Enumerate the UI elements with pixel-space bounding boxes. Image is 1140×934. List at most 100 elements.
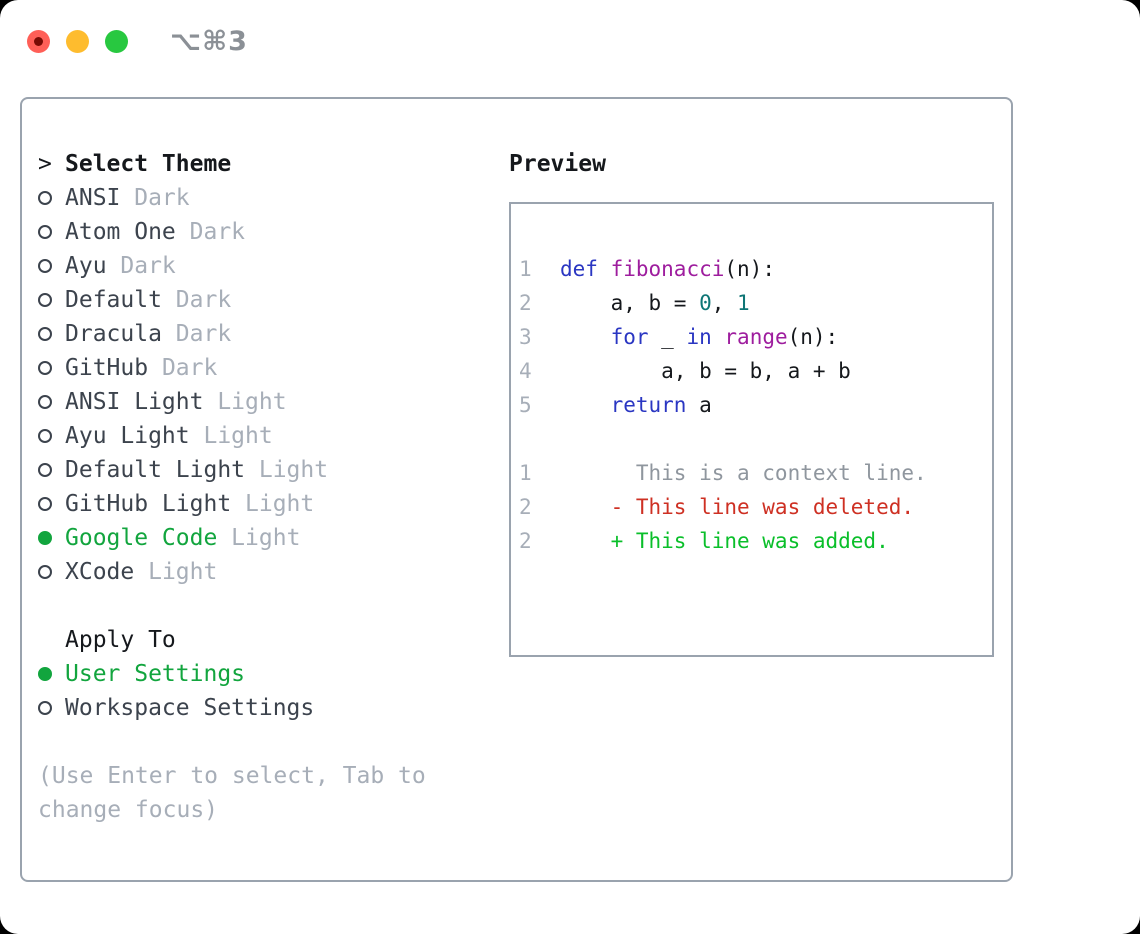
- radio-icon: [38, 565, 52, 579]
- preview-line: 1 def fibonacci(n):: [519, 252, 992, 286]
- theme-variant: Light: [189, 423, 273, 449]
- radio-icon: [38, 191, 52, 205]
- preview-line: 2 + This line was added.: [519, 524, 992, 558]
- theme-option-github[interactable]: GitHub Dark: [38, 351, 483, 385]
- code-segment: a, b =: [560, 291, 700, 315]
- code-segment: a: [686, 393, 712, 417]
- theme-option-xcode[interactable]: XCode Light: [38, 555, 483, 589]
- line-number: 2: [519, 291, 532, 315]
- theme-option-ansi[interactable]: ANSI Dark: [38, 181, 483, 215]
- theme-option-ayu-light[interactable]: Ayu Light Light: [38, 419, 483, 453]
- code-segment: for: [610, 325, 649, 349]
- apply-to-title: Apply To: [65, 627, 176, 653]
- apply-to-header: Apply To: [38, 623, 483, 657]
- code-segment: + This line was added.: [560, 529, 889, 553]
- radio-icon: [38, 293, 52, 307]
- line-number: 4: [519, 359, 532, 383]
- theme-option-google-code[interactable]: Google Code Light: [38, 521, 483, 555]
- theme-name: GitHub Light: [65, 491, 232, 517]
- theme-variant: Dark: [106, 253, 176, 279]
- code-segment: _: [648, 325, 687, 349]
- theme-name: XCode: [65, 559, 135, 585]
- code-segment: range: [724, 325, 788, 349]
- select-theme-header: > Select Theme: [38, 147, 483, 181]
- line-number: 1: [519, 257, 532, 281]
- theme-option-ayu[interactable]: Ayu Dark: [38, 249, 483, 283]
- selection-pointer-icon: >: [38, 151, 52, 177]
- select-theme-title: Select Theme: [65, 151, 232, 177]
- theme-name: Ayu Light: [65, 423, 190, 449]
- radio-icon: [38, 463, 52, 477]
- theme-name: Ayu: [65, 253, 107, 279]
- line-number: 2: [519, 495, 532, 519]
- radio-icon: [38, 327, 52, 341]
- window-shortcut-label: ⌥⌘3: [170, 25, 248, 57]
- radio-icon: [38, 429, 52, 443]
- theme-name: ANSI Light: [65, 389, 204, 415]
- theme-variant: Light: [245, 457, 329, 483]
- theme-name: Default: [65, 287, 162, 313]
- spacer: [38, 589, 483, 623]
- apply-option-label: User Settings: [65, 661, 246, 687]
- window-titlebar: ⌥⌘3: [0, 0, 1140, 57]
- code-segment: in: [686, 325, 712, 349]
- line-number: 3: [519, 325, 532, 349]
- code-segment: [560, 325, 611, 349]
- preview-line: 5 return a: [519, 388, 992, 422]
- theme-name: Dracula: [65, 321, 162, 347]
- theme-variant: Light: [217, 525, 301, 551]
- close-button-dot-icon: [34, 36, 43, 46]
- code-segment: - This line was deleted.: [560, 495, 915, 519]
- radio-icon: [38, 259, 52, 273]
- theme-variant: Dark: [161, 321, 232, 347]
- code-segment: fibonacci: [610, 257, 725, 281]
- code-segment: a, b = b, a + b: [560, 359, 851, 383]
- code-segment: This is a context line.: [560, 461, 927, 485]
- zoom-button[interactable]: [105, 29, 128, 53]
- theme-name: GitHub: [65, 355, 149, 381]
- close-button[interactable]: [27, 29, 50, 53]
- theme-name: Default Light: [65, 457, 246, 483]
- code-segment: 0: [699, 291, 712, 315]
- line-number: 2: [519, 529, 532, 553]
- code-segment: [712, 325, 725, 349]
- code-segment: (n):: [787, 325, 839, 349]
- code-segment: [560, 393, 611, 417]
- theme-option-github-light[interactable]: GitHub Light Light: [38, 487, 483, 521]
- apply-option-workspace-settings[interactable]: Workspace Settings: [38, 691, 483, 725]
- code-segment: def: [560, 257, 598, 281]
- theme-option-default[interactable]: Default Dark: [38, 283, 483, 317]
- theme-option-default-light[interactable]: Default Light Light: [38, 453, 483, 487]
- theme-variant: Dark: [175, 219, 246, 245]
- minimize-button[interactable]: [66, 29, 89, 53]
- apply-option-label: Workspace Settings: [65, 695, 315, 721]
- code-segment: 1: [737, 291, 750, 315]
- theme-variant: Dark: [120, 185, 190, 211]
- radio-icon: [38, 225, 52, 239]
- code-segment: (n):: [724, 257, 775, 281]
- theme-name: ANSI: [65, 185, 121, 211]
- theme-variant: Dark: [148, 355, 218, 381]
- preview-line: 1 This is a context line.: [519, 456, 992, 490]
- preview-line: [519, 422, 992, 456]
- preview-line: 2 a, b = 0, 1: [519, 286, 992, 320]
- code-segment: ,: [711, 291, 738, 315]
- theme-name: Google Code: [65, 525, 218, 551]
- apply-option-user-settings[interactable]: User Settings: [38, 657, 483, 691]
- code-segment: [598, 257, 611, 281]
- line-number: 5: [519, 393, 532, 417]
- preview-line: 3 for _ in range(n):: [519, 320, 992, 354]
- radio-icon: [38, 497, 52, 511]
- theme-name: Atom One: [65, 219, 176, 245]
- theme-variant: Light: [203, 389, 287, 415]
- theme-option-ansi-light[interactable]: ANSI Light Light: [38, 385, 483, 419]
- theme-option-atom-one[interactable]: Atom One Dark: [38, 215, 483, 249]
- radio-icon: [38, 395, 52, 409]
- theme-option-dracula[interactable]: Dracula Dark: [38, 317, 483, 351]
